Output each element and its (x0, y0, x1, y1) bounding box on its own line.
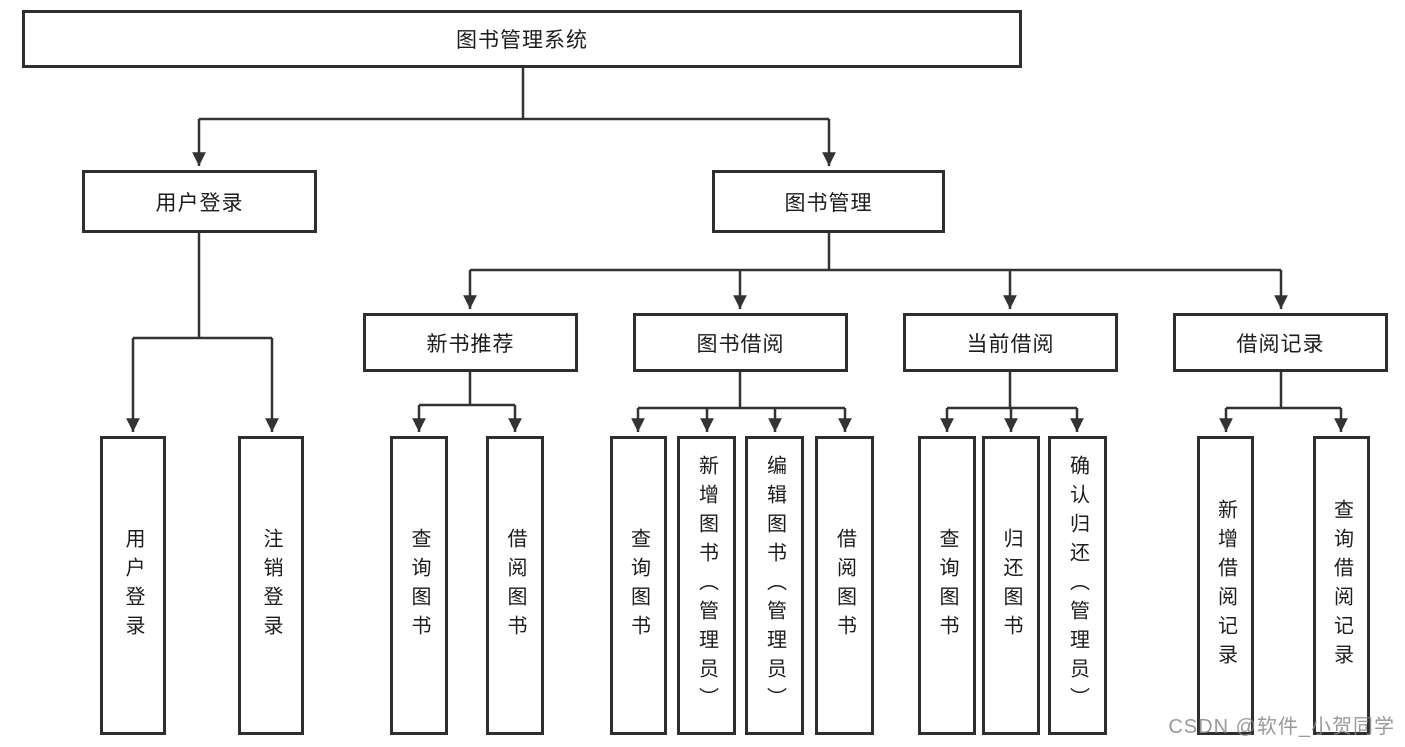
node-book-management: 图书管理 (712, 170, 945, 233)
csdn-watermark: CSDN @软件_小贺同学 (1168, 716, 1395, 738)
leaf-query-borrow-record-label: 查询借阅记录 (1330, 498, 1353, 673)
leaf-return-books: 归还图书 (982, 436, 1040, 735)
leaf-query-borrow-record: 查询借阅记录 (1313, 436, 1370, 735)
leaf-query-books-recommend-label: 查询图书 (408, 527, 430, 644)
leaf-query-books-current: 查询图书 (918, 436, 976, 735)
leaf-confirm-return-admin-label: 确认归还（管理员） (1066, 455, 1089, 716)
leaf-edit-books-admin-label: 编辑图书（管理员） (763, 455, 786, 716)
leaf-logout: 注销登录 (238, 436, 304, 735)
leaf-user-login-label: 用户登录 (122, 527, 144, 644)
node-current-borrowing-label: 当前借阅 (966, 332, 1055, 356)
node-current-borrowing: 当前借阅 (903, 313, 1118, 372)
node-borrowing-records: 借阅记录 (1173, 313, 1388, 372)
leaf-query-books-borrowing: 查询图书 (610, 436, 667, 735)
leaf-confirm-return-admin: 确认归还（管理员） (1048, 436, 1107, 735)
node-root-label: 图书管理系统 (456, 29, 588, 52)
leaf-query-books-current-label: 查询图书 (936, 527, 958, 644)
node-new-book-recommend-label: 新书推荐 (426, 332, 515, 356)
node-book-borrowing: 图书借阅 (633, 313, 848, 372)
leaf-query-books-borrowing-label: 查询图书 (627, 527, 650, 644)
leaf-borrow-books: 借阅图书 (815, 436, 874, 735)
node-borrowing-records-label: 借阅记录 (1236, 332, 1325, 356)
leaf-add-borrow-record-label: 新增借阅记录 (1214, 498, 1237, 673)
leaf-edit-books-admin: 编辑图书（管理员） (745, 436, 804, 735)
leaf-return-books-label: 归还图书 (1000, 527, 1022, 644)
node-new-book-recommend: 新书推荐 (363, 313, 578, 372)
leaf-borrow-books-recommend: 借阅图书 (486, 436, 544, 735)
leaf-add-borrow-record: 新增借阅记录 (1197, 436, 1254, 735)
node-book-management-label: 图书管理 (784, 191, 873, 215)
node-root: 图书管理系统 (22, 10, 1022, 68)
leaf-borrow-books-label: 借阅图书 (833, 527, 856, 644)
node-user-login-branch: 用户登录 (82, 170, 317, 233)
leaf-query-books-recommend: 查询图书 (390, 436, 448, 735)
node-user-login-label: 用户登录 (155, 191, 244, 215)
leaf-user-login: 用户登录 (100, 436, 166, 735)
leaf-add-books-admin: 新增图书（管理员） (677, 436, 736, 735)
leaf-borrow-books-recommend-label: 借阅图书 (504, 527, 526, 644)
leaf-add-books-admin-label: 新增图书（管理员） (695, 455, 718, 716)
node-book-borrowing-label: 图书借阅 (696, 332, 785, 356)
leaf-logout-label: 注销登录 (260, 527, 282, 644)
